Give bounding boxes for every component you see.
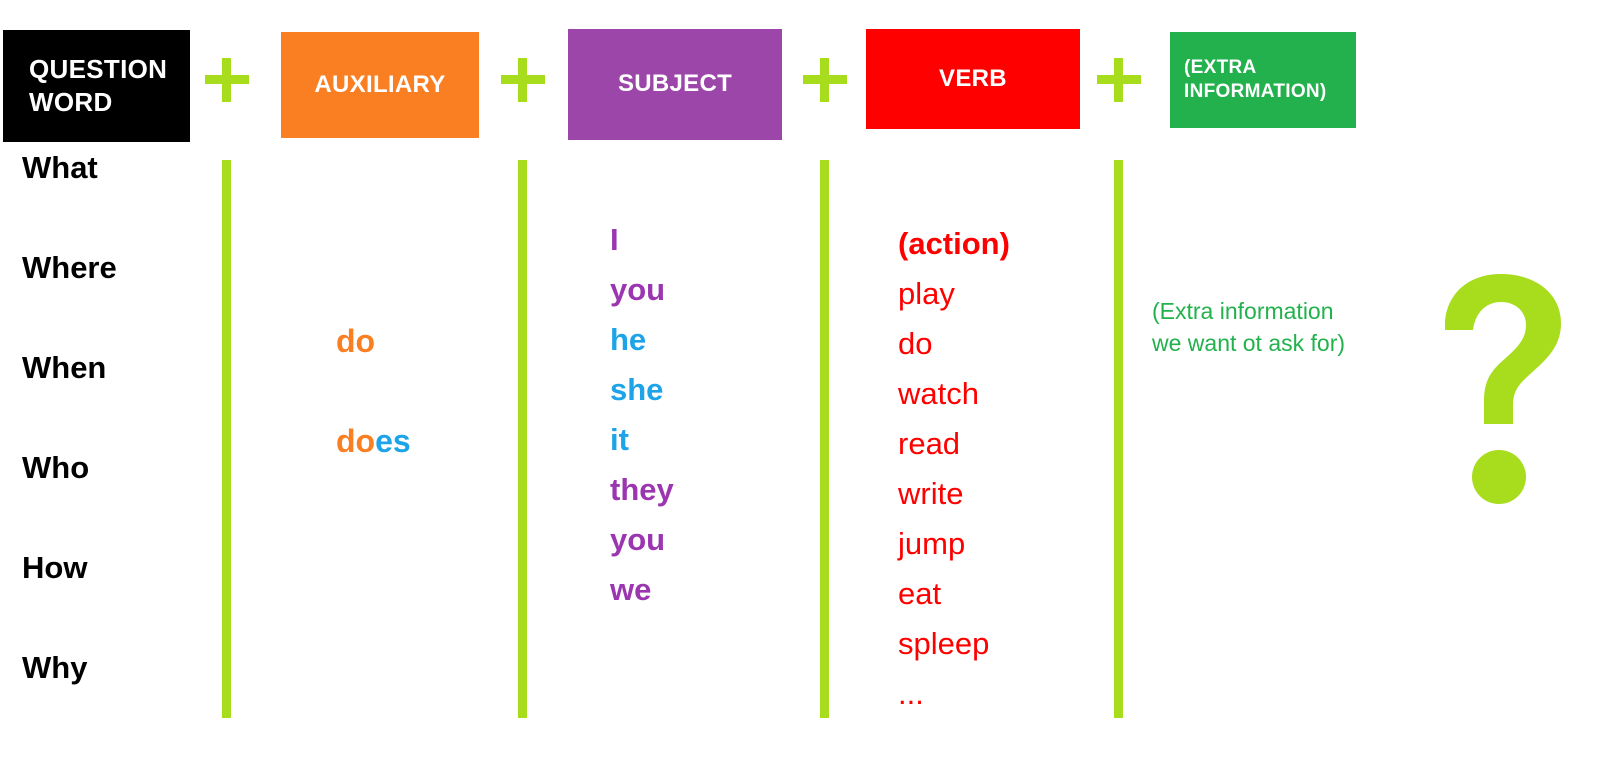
subject-item: they [610,472,674,507]
question-mark-icon [1443,274,1563,504]
formula-box-verb-label: VERB [939,64,1007,92]
auxiliary-stem: do [336,323,376,359]
verb-item: watch [898,376,979,411]
column-auxiliaries: do does [336,325,506,525]
question-word-item: How [22,550,88,585]
formula-box-subject-label: SUBJECT [617,70,733,98]
extra-information-line-1: (Extra information [1152,298,1334,324]
column-divider-2 [518,160,527,718]
formula-box-question-word-line-2: WORD [29,87,113,117]
formula-box-subject: SUBJECT [568,29,782,140]
question-word-item: Why [22,650,88,685]
verb-item: read [898,426,961,461]
question-word-item: Where [22,250,117,285]
plus-icon-1 [205,58,249,102]
question-word-item: What [22,150,98,185]
verb-item: eat [898,576,942,611]
subject-item: it [610,422,629,457]
subject-item: she [610,372,664,407]
column-subjects: I you he she it they you we [610,224,790,624]
subject-item: you [610,272,666,307]
verb-item: write [898,476,964,511]
column-extra-information: (Extra information we want ot ask for) [1152,296,1412,359]
formula-box-auxiliary: AUXILIARY [281,32,479,138]
plus-icon-3 [803,58,847,102]
auxiliary-stem: do [336,423,376,459]
plus-icon-4 [1097,58,1141,102]
verb-item-ellipsis: ... [898,676,924,711]
subject-item: I [610,222,619,257]
subject-item: we [610,572,652,607]
formula-box-question-word: QUESTION WORD [3,30,190,142]
auxiliary-item-do: do [336,325,506,425]
verb-item: spleep [898,626,990,661]
extra-information-line-2: we want ot ask for) [1152,329,1346,356]
column-verbs: (action) play do watch read write jump e… [898,228,1098,728]
formula-box-auxiliary-label: AUXILIARY [314,70,446,98]
verb-item-action: (action) [898,226,1010,261]
plus-icon-2 [501,58,545,102]
question-word-item: Who [22,450,90,485]
subject-item: he [610,322,647,357]
formula-box-verb: VERB [866,29,1080,129]
formula-box-extra-information-line-2: INFORMATION) [1184,81,1327,102]
formula-box-extra-information: (EXTRA INFORMATION) [1170,32,1356,128]
auxiliary-suffix: es [375,423,411,459]
verb-item: play [898,276,955,311]
subject-item: you [610,522,666,557]
verb-item: jump [898,526,966,561]
column-divider-1 [222,160,231,718]
formula-box-extra-information-line-1: (EXTRA [1184,56,1257,78]
question-word-item: When [22,350,107,385]
column-divider-4 [1114,160,1123,718]
auxiliary-item-does: does [336,425,506,525]
formula-box-question-word-line-1: QUESTION [29,53,168,84]
column-question-words: What Where When Who How Why [22,152,202,752]
verb-item: do [898,326,933,361]
column-divider-3 [820,160,829,718]
